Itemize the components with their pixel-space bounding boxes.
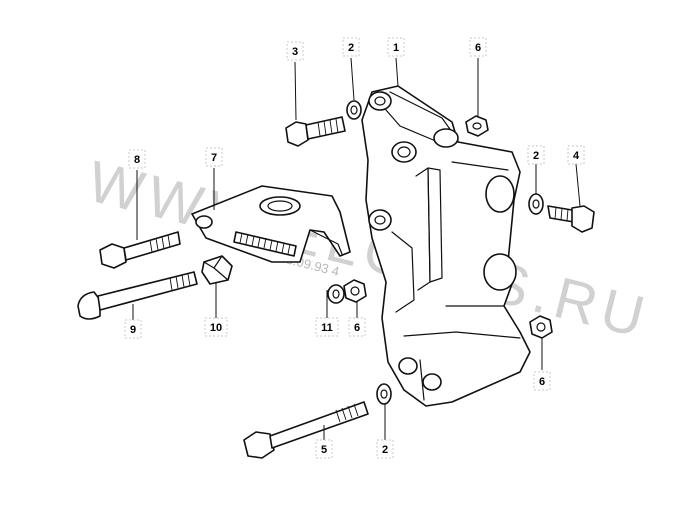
- washer-2-bottom: [376, 383, 392, 405]
- washer-2-right: [528, 193, 544, 215]
- callout-7: 7: [205, 147, 223, 167]
- callout-6-lower: 6: [533, 371, 551, 391]
- callout-2-right: 2: [527, 145, 545, 165]
- callout-label: 2: [533, 150, 539, 162]
- callout-label: 2: [348, 42, 354, 54]
- leader-lines: [132, 57, 581, 440]
- callout-10: 10: [204, 317, 228, 337]
- callout-label: 6: [539, 376, 545, 388]
- callout-label: 6: [475, 42, 481, 54]
- bolt-9: [77, 271, 198, 320]
- callout-3: 3: [286, 41, 304, 61]
- callout-label: 6: [354, 322, 360, 334]
- bolt-8: [99, 231, 181, 269]
- callout-4: 4: [567, 145, 585, 165]
- callout-label: 7: [211, 152, 217, 164]
- callout-label: 10: [210, 322, 222, 334]
- callout-11: 11: [315, 317, 339, 337]
- callout-label: 8: [134, 154, 140, 166]
- washer-11: [327, 284, 345, 304]
- bolt-4: [547, 205, 595, 233]
- callout-label: 9: [130, 324, 136, 336]
- nut-6-middle: [343, 279, 367, 303]
- callout-label: 4: [573, 150, 580, 162]
- nut-6-lower: [529, 315, 553, 339]
- callout-6-middle: 6: [348, 317, 366, 337]
- callout-8: 8: [128, 149, 146, 169]
- callout-1: 1: [387, 37, 405, 57]
- main-bracket: [361, 85, 531, 407]
- nut-6-top: [465, 115, 489, 137]
- callout-9: 9: [124, 319, 142, 339]
- callout-label: 11: [321, 322, 333, 334]
- callout-label: 5: [321, 444, 327, 456]
- callout-5: 5: [315, 439, 333, 459]
- adjusting-bracket: [191, 185, 351, 263]
- callout-6-top: 6: [469, 37, 487, 57]
- callout-label: 3: [292, 46, 298, 58]
- bolt-3: [285, 116, 346, 147]
- bolt-5: [243, 401, 369, 459]
- callout-2-top: 2: [342, 37, 360, 57]
- callout-2-bottom: 2: [376, 439, 394, 459]
- washer-2-top: [346, 100, 362, 120]
- callout-label: 1: [393, 42, 399, 54]
- callout-label: 2: [382, 444, 388, 456]
